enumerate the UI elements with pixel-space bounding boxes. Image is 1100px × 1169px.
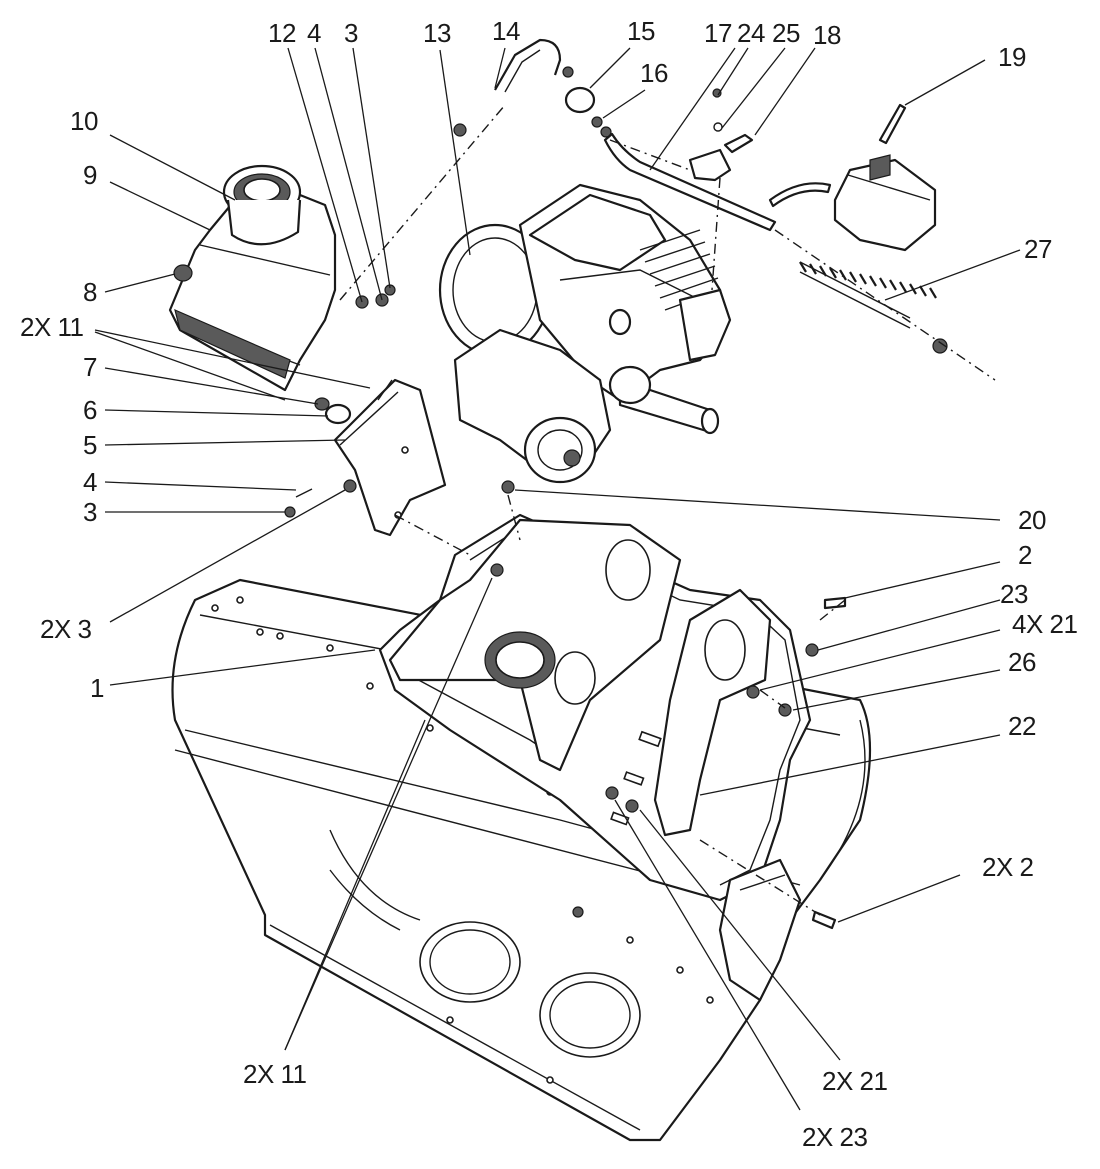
callout-14: 14 xyxy=(492,16,520,46)
callout-13: 13 xyxy=(423,18,451,48)
callout-6: 6 xyxy=(83,395,97,425)
callout-2x2: 2X 2 xyxy=(982,852,1034,882)
callout-26: 26 xyxy=(1008,647,1036,677)
callout-2x11-top: 2X 11 xyxy=(20,312,84,342)
callout-18: 18 xyxy=(813,20,841,50)
callout-24: 24 xyxy=(737,18,765,48)
callout-2x21: 2X 21 xyxy=(822,1066,887,1096)
callout-2x11-bottom: 2X 11 xyxy=(243,1059,307,1089)
engine-mount-plate xyxy=(378,513,812,1002)
callout-5: 5 xyxy=(83,430,97,460)
tank-bracket xyxy=(284,378,447,537)
fuel-tank xyxy=(168,164,337,392)
callout-20: 20 xyxy=(1018,505,1046,535)
engine xyxy=(438,183,732,484)
callout-19: 19 xyxy=(998,42,1026,72)
callout-9: 9 xyxy=(83,160,97,190)
callout-4-top: 4 xyxy=(307,18,321,48)
callout-17: 17 xyxy=(704,18,732,48)
spring xyxy=(799,261,948,354)
callout-2x3: 2X 3 xyxy=(40,614,92,644)
fuel-line xyxy=(494,38,777,232)
callout-27: 27 xyxy=(1024,234,1052,264)
fasteners xyxy=(355,123,847,930)
callout-labels: 12 4 3 13 14 15 16 17 24 25 18 19 10 9 2… xyxy=(20,16,1078,1152)
leader-lines xyxy=(94,47,1021,1111)
callout-12: 12 xyxy=(268,18,296,48)
callout-10: 10 xyxy=(70,106,98,136)
callout-23: 23 xyxy=(1000,579,1028,609)
callout-4x21: 4X 21 xyxy=(1012,609,1077,639)
callout-15: 15 xyxy=(627,16,655,46)
callout-8: 8 xyxy=(83,277,97,307)
callout-3-left: 3 xyxy=(83,497,97,527)
callout-3-top: 3 xyxy=(344,18,358,48)
callout-2x23: 2X 23 xyxy=(802,1122,867,1152)
assembly-lines xyxy=(339,104,996,916)
callout-2-right: 2 xyxy=(1018,540,1032,570)
callout-1: 1 xyxy=(90,673,104,703)
callout-4-left: 4 xyxy=(83,467,97,497)
callout-22: 22 xyxy=(1008,711,1036,741)
callout-7: 7 xyxy=(83,352,97,382)
callout-16: 16 xyxy=(640,58,668,88)
callout-25: 25 xyxy=(772,18,800,48)
muffler xyxy=(768,103,937,252)
